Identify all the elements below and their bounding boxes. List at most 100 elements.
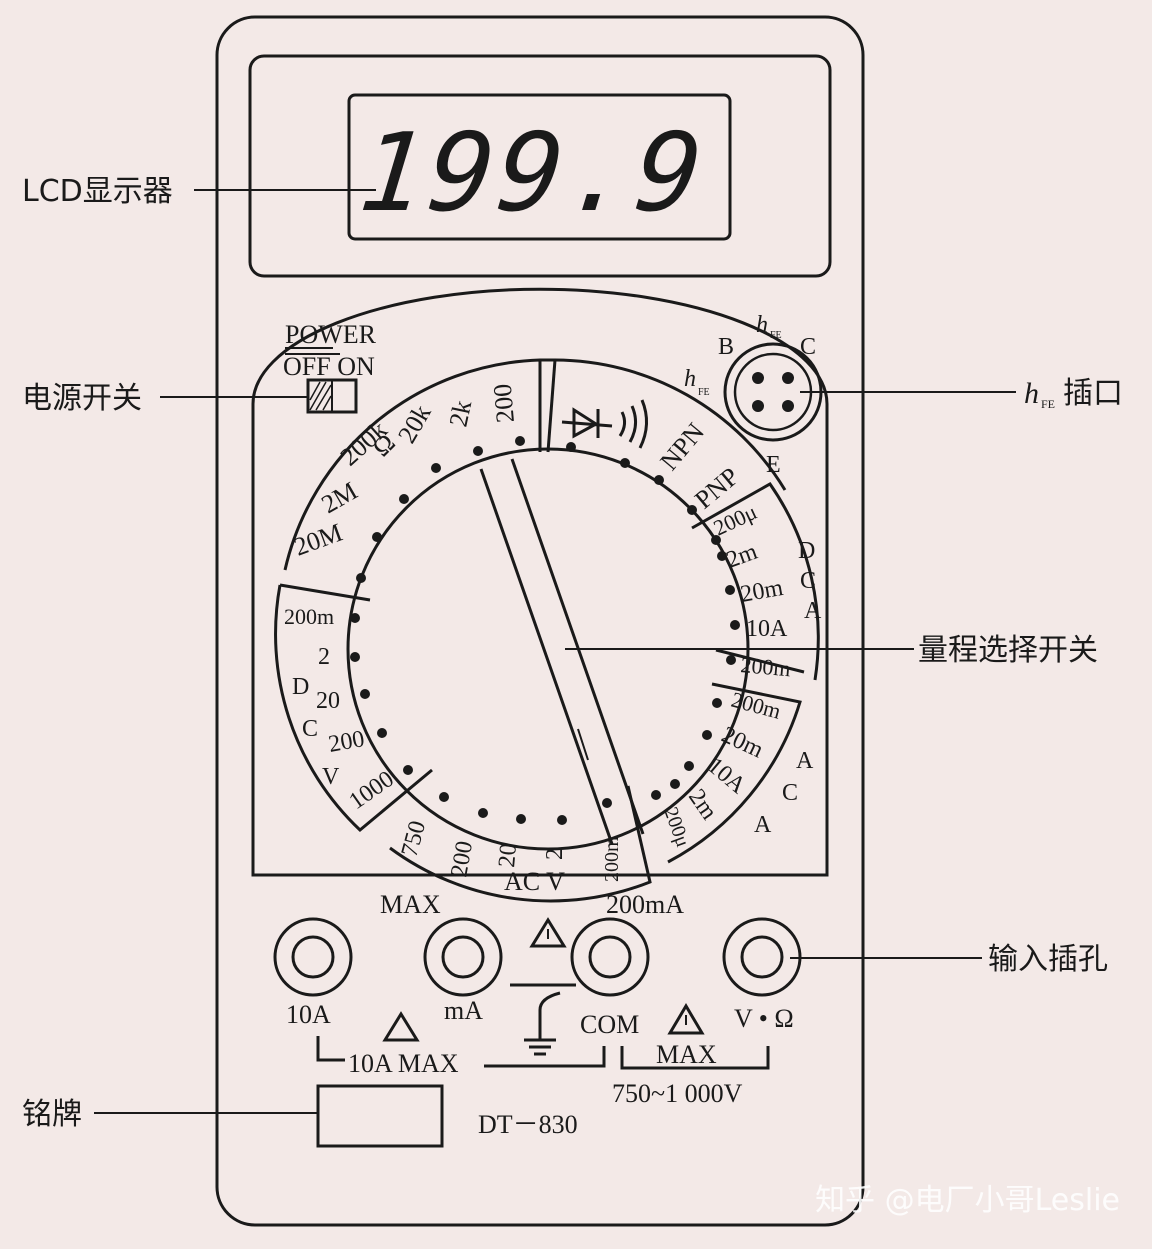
power-switch[interactable] [306,378,358,414]
power-switch-callout-label: 电源开关 [22,381,142,416]
jack-10a-label: 10A [286,1000,331,1029]
range-selector-knob[interactable] [346,447,750,851]
dcv-tick-label: 2 [318,644,330,670]
ground-icon [510,983,576,1056]
dcv-tick-label: 200m [284,604,334,629]
dial-dot [725,585,735,595]
hfe-callout-tail: 插口 [1063,376,1123,411]
dca-tick-label: 200m [740,652,792,681]
hfe-callout-sub: FE [1041,397,1055,411]
dial-dot [403,765,413,775]
dca-letter: C [800,568,816,594]
voltage-limit-label: 750~1 000V [612,1079,743,1108]
acv-tick-label: 2 [542,848,568,860]
dial-dot [602,798,612,808]
power-off-on-label: OFF ON [283,352,375,381]
ohm-tick-label: 2k [444,398,478,429]
dial-dot [439,792,449,802]
dial-dot [651,790,661,800]
ohm-tick-label: 200 [488,383,520,424]
max-label: MAX [380,890,441,919]
warning-icon [529,917,567,948]
multimeter-body [215,15,865,1227]
input-jacks-callout-label: 输入插孔 [988,942,1108,977]
ohm-tick-label: 200k [335,415,393,471]
dca-letter: A [804,598,822,624]
dial-dot [350,652,360,662]
jack-ma-label: mA [444,996,483,1025]
dial-dot [360,689,370,699]
dial-dot [620,458,630,468]
dial-dot [670,779,680,789]
hfe-pin-c: C [800,334,816,360]
range-switch-callout-label: 量程选择开关 [918,633,1098,668]
dial-dot [372,532,382,542]
dial-dot [687,505,697,515]
dial-dot [654,475,664,485]
dcv-letter: D [292,674,309,700]
dial-dot [399,494,409,504]
hfe-dial-h: h [684,366,696,392]
dca-tick-label: 2m [723,539,761,574]
dial-dot [702,730,712,740]
watermark: 知乎 @电厂小哥Leslie [815,1183,1120,1218]
acv-tick-label: 200 [446,839,478,879]
aca-letter: A [796,748,814,774]
dial-dot [566,442,576,452]
jack-com[interactable] [570,917,650,997]
dial-dot [356,573,366,583]
aca-letter: A [754,812,772,838]
dcv-letter: V [322,764,340,790]
dial-dot [431,463,441,473]
dial-dot [711,535,721,545]
hfe-callout-h: h [1024,377,1039,410]
model-label: DT－830 [478,1110,578,1139]
hfe-top-sub: FE [770,330,782,341]
hfe-socket[interactable] [723,342,823,442]
lcd-callout-label: LCD显示器 [22,174,173,209]
jack-v-ohm[interactable] [722,917,802,997]
ma200-label: 200mA [606,890,684,919]
acv-tick-label: 750 [397,818,431,860]
range-brackets [316,1036,770,1070]
acv-label: AC V [504,867,565,896]
dial-dot [726,655,736,665]
nameplate [316,1084,444,1148]
dcv-tick-label: 20 [316,688,340,714]
aca-tick-label: 200μ [659,804,694,850]
acv-tick-label: 200m [601,836,623,882]
dial-dot [684,761,694,771]
10a-max-label: 10A MAX [348,1049,459,1078]
dial-dot [557,815,567,825]
dial-dot [717,551,727,561]
diode-buzzer-icon [561,399,648,449]
jack-ma[interactable] [423,917,503,997]
dial-dot [712,698,722,708]
npn-label: NPN [654,417,710,476]
hfe-dial-sub: FE [698,387,710,398]
aca-range-group: 200m 20m 10A 2m 200μ A C A [651,687,814,850]
jack-v-ohm-label: V • Ω [734,1004,794,1033]
dca-tick-label: 20m [739,575,786,608]
lcd-digits: 199.9 [354,109,712,236]
max-bracket-label: MAX [656,1040,717,1069]
nameplate-callout-label: 铭牌 [22,1097,82,1132]
hfe-pin-e: E [766,452,781,478]
hfe-top-h: h [756,312,768,338]
dial-dot [515,436,525,446]
dial-dot [377,728,387,738]
dial-dot [473,446,483,456]
lcd-bezel [248,54,832,278]
lcd-display [347,93,732,241]
dial-dot [350,613,360,623]
dcv-letter: C [302,716,318,742]
dca-letter: D [798,538,815,564]
dial-dot [516,814,526,824]
power-label: POWER [285,320,377,349]
jack-10a[interactable] [273,917,353,997]
dcv-tick-label: 200 [327,726,367,758]
dca-tick-label: 10A [746,616,788,642]
aca-letter: C [782,780,798,806]
acv-range-group: 750 200 20 2 200m AC V [397,792,623,896]
dial-dot [478,808,488,818]
